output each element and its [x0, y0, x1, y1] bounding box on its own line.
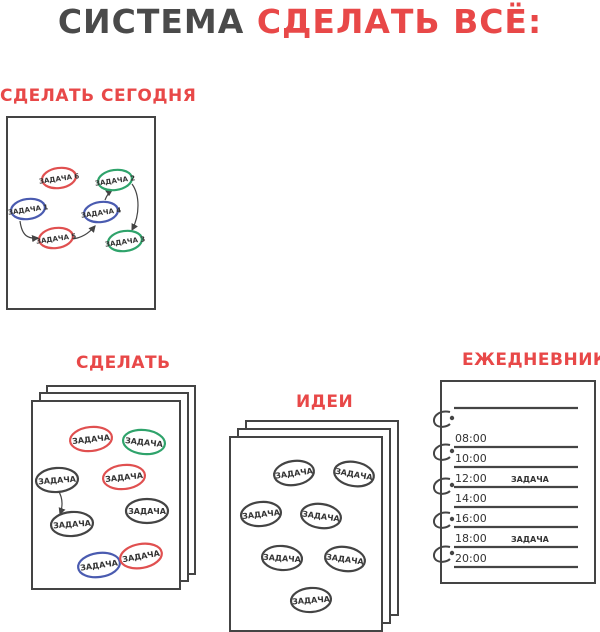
idea-task-node: ЗАДАЧА	[300, 502, 342, 530]
planner-label: ЕЖЕДНЕВНИК	[462, 350, 600, 370]
planner-time: 20:00	[455, 552, 487, 565]
idea-task-node-oval	[239, 500, 283, 528]
today-task-node-oval	[107, 229, 143, 253]
todo-task-node: ЗАДАЧА	[119, 542, 163, 570]
binder-ring	[432, 545, 455, 563]
planner-row: 16:00	[454, 512, 578, 529]
planner-time: 08:00	[455, 432, 487, 445]
planner-row: 08:00	[454, 432, 578, 449]
todo-label: СДЕЛАТЬ	[76, 353, 171, 373]
todo-task-node: ЗАДАЧА	[49, 510, 95, 538]
idea-task-node: ЗАДАЧА	[273, 459, 315, 487]
today-task-node-oval	[10, 197, 46, 221]
today-task-node: ЗАДАЧА 6	[39, 166, 80, 190]
title-part-do-everything: СДЕЛАТЬ ВСЁ:	[256, 2, 543, 41]
todo-task-node-label: ЗАДАЧА	[38, 475, 77, 487]
planner-row: 18:00 ЗАДАЧА	[454, 532, 578, 549]
today-task-node: ЗАДАЧА 1	[8, 197, 49, 221]
idea-task-node-oval	[273, 459, 315, 487]
todo-task-node-label: ЗАДАЧА	[125, 436, 164, 449]
today-label: СДЕЛАТЬ СЕГОДНЯ	[0, 86, 197, 106]
todo-task-node: ЗАДАЧА	[121, 428, 167, 456]
planner-time: 14:00	[455, 492, 487, 505]
idea-task-node: ЗАДАЧА	[333, 460, 375, 488]
arrow-t5-t4	[71, 225, 96, 240]
planner-time: 10:00	[455, 452, 487, 465]
idea-task-node-oval	[324, 545, 366, 573]
todo-task-node-label: ЗАДАЧА	[72, 433, 111, 446]
idea-task-node: ЗАДАЧА	[324, 545, 366, 573]
todo-task-node: ЗАДАЧА	[34, 466, 80, 494]
today-task-node-oval	[83, 200, 119, 224]
idea-task-node-oval	[289, 586, 333, 614]
binder-ring	[432, 410, 455, 428]
idea-task-node-oval	[300, 502, 342, 530]
planner-task: ЗАДАЧА	[511, 535, 550, 544]
planner-task: ЗАДАЧА	[511, 475, 550, 484]
todo-task-node-label: ЗАДАЧА	[105, 471, 144, 484]
idea-task-node: ЗАДАЧА	[289, 586, 333, 614]
today-task-node-oval	[41, 166, 77, 190]
todo-task-node-oval	[101, 463, 147, 491]
idea-task-node-label: ЗАДАЧА	[263, 553, 302, 565]
today-task-node-oval	[97, 168, 133, 192]
planner-time: 16:00	[455, 512, 487, 525]
planner-row: 14:00	[454, 492, 578, 509]
today-task-node-oval	[38, 226, 74, 250]
today-task-node: ЗАДАЧА 3	[105, 229, 146, 253]
idea-task-node-oval	[260, 544, 304, 572]
binder-ring	[432, 511, 455, 529]
todo-task-node: ЗАДАЧА	[77, 551, 121, 579]
todo-task-node-label: ЗАДАЧА	[53, 519, 92, 531]
todo-task-node-oval	[34, 466, 80, 494]
todo-task-node-oval	[119, 542, 163, 570]
todo-task-node: ЗАДАЧА	[68, 425, 114, 453]
todo-task-node-label: ЗАДАЧА	[128, 507, 167, 516]
binder-ring	[432, 477, 455, 495]
arrow-t2-t3	[131, 183, 139, 232]
todo-task-node-oval	[121, 428, 167, 456]
page-title: СИСТЕМА СДЕЛАТЬ ВСЁ:	[0, 2, 600, 41]
planner-row: 10:00	[454, 452, 578, 469]
arrow-t1-t5	[19, 220, 40, 243]
planner-row: 20:00	[454, 552, 578, 569]
today-task-node: ЗАДАЧА 4	[81, 200, 122, 224]
binder-ring	[432, 443, 455, 461]
todo-task-node: ЗАДАЧА	[101, 463, 147, 491]
todo-task-node-oval	[77, 551, 121, 579]
todo-task-node-oval	[68, 425, 114, 453]
ideas-stack: ЗАДАЧА ЗАДАЧА ЗАДАЧА ЗАДАЧА ЗАДАЧА ЗАДАЧА ЗАДА…	[229, 420, 399, 632]
idea-task-node: ЗАДАЧА	[260, 544, 304, 572]
planner-time: 18:00	[455, 532, 487, 545]
todo-task-node-oval	[124, 497, 170, 525]
title-part-system: СИСТЕМА	[57, 2, 245, 41]
ideas-label: ИДЕИ	[296, 392, 354, 412]
today-task-node: ЗАДАЧА 2	[95, 168, 136, 192]
today-task-node: ЗАДАЧА 5	[36, 226, 77, 250]
planner-row: 12:00 ЗАДАЧА	[454, 472, 578, 489]
idea-task-node-label: ЗАДАЧА	[292, 595, 331, 607]
idea-task-node-label: ЗАДАЧА	[242, 508, 281, 521]
idea-task-node-oval	[333, 460, 375, 488]
planner-time: 12:00	[455, 472, 487, 485]
todo-task-node-oval	[49, 510, 95, 538]
idea-task-node: ЗАДАЧА	[239, 500, 283, 528]
todo-task-node: ЗАДАЧА	[124, 497, 170, 525]
